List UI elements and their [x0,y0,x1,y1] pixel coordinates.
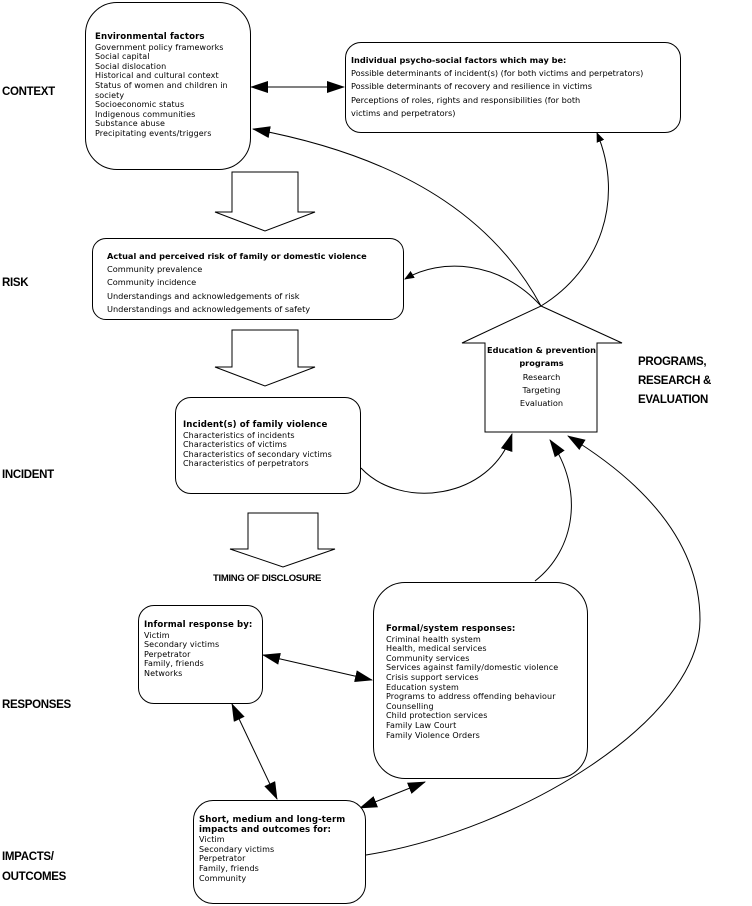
list-item: Education system [386,682,459,692]
box-title: Education & prevention programs [486,345,597,369]
stage-label-risk: RISK [2,277,29,289]
list-item: Understandings and acknowledgements of r… [107,290,300,301]
list-item: Community [199,873,247,883]
list-item: Community incidence [107,277,197,288]
list-item: Perpetrator [199,854,246,864]
list-item: Perceptions of roles, rights and respons… [351,94,581,105]
education-programs-content: Education & prevention programs Research… [486,344,597,410]
list-item: Criminal health system [386,634,481,644]
list-item: Family Violence Orders [386,730,480,740]
stage-label-incident: INCIDENT [2,469,54,481]
list-item: Research [522,371,561,382]
list-item: Precipitating events/triggers [95,128,212,138]
list-item: Social capital [95,52,150,62]
programs-label-line: EVALUATION [638,394,709,406]
list-item: Family Law Court [386,720,457,730]
stage-label-outcomes: OUTCOMES [2,871,67,883]
list-item: Social dislocation [95,61,167,71]
programs-to-risk-arrow [404,265,542,307]
list-item: Socioeconomic status [95,100,185,110]
list-item: Community services [386,653,470,663]
timing-of-disclosure-label: TIMING OF DISCLOSURE [213,573,322,584]
list-item: Characteristics of secondary victims [183,449,332,459]
list-item: Characteristics of perpetrators [183,459,309,469]
psychosocial-factors-box: Individual psycho-social factors which m… [345,42,681,133]
list-item: Health, medical services [386,644,487,654]
list-item: Targeting [522,384,561,395]
box-title: Short, medium and long-term impacts and … [199,815,346,835]
list-item: Counselling [386,701,434,711]
list-item: Possible determinants of incident(s) (fo… [351,68,644,79]
list-item: Indigenous communities [95,109,196,119]
box-title: Environmental factors [95,32,205,42]
list-item: Programs to address offending behaviour [386,692,556,702]
block-arrow-incident-to-responses [229,512,336,568]
formal-responses-box: Formal/system responses: Criminal health… [373,582,588,779]
list-item: Family, friends [199,863,259,873]
box-title: Individual psycho-social factors which m… [351,55,567,65]
programs-house-shape [461,305,623,433]
list-item: Services against family/domestic violenc… [386,663,559,673]
list-item: Substance abuse [95,119,166,129]
list-item: Community prevalence [107,264,203,275]
list-item: Victim [199,835,225,845]
programs-label-line: RESEARCH & [638,375,712,387]
stage-label-responses: RESPONSES [2,699,71,711]
list-item: Networks [144,668,183,678]
impacts-formal-double-arrow [359,781,426,809]
impacts-outcomes-box: Short, medium and long-term impacts and … [193,800,366,904]
list-item: Characteristics of incidents [183,430,295,440]
list-item: Family, friends [144,659,204,669]
list-item: Perpetrator [144,649,191,659]
list-item: victims and perpetrators) [351,107,456,118]
informal-response-box: Informal response by: Victim Secondary v… [138,605,263,704]
list-item: Historical and cultural context [95,71,219,81]
list-item: Crisis support services [386,672,479,682]
incident-to-programs-arrow [360,433,513,494]
environmental-factors-box: Environmental factors Government policy … [85,2,251,170]
programs-to-environment-arrow [252,126,542,307]
list-item: Understandings and acknowledgements of s… [107,303,311,314]
box-title: Incident(s) of family violence [183,420,328,430]
list-item: Government policy frameworks [95,42,224,52]
list-item: Secondary victims [199,844,275,854]
stage-label-context: CONTEXT [2,86,55,98]
programs-label-line: PROGRAMS, [638,356,707,368]
incident-box: Incident(s) of family violence Character… [175,397,361,494]
informal-formal-double-arrow [262,652,373,683]
impacts-to-programs-arrow [365,435,701,856]
formal-to-programs-arrow [534,439,572,582]
block-arrow-risk-to-incident [214,329,316,387]
stage-label-impacts: IMPACTS/ [2,851,54,863]
list-item: Secondary victims [144,640,220,650]
informal-impacts-double-arrow [231,703,278,800]
programs-to-psychosocial-arrow [540,132,609,307]
list-item: Child protection services [386,711,488,721]
stage-label-programs: PROGRAMS, RESEARCH & EVALUATION [638,353,711,410]
list-item: Possible determinants of recovery and re… [351,81,593,92]
risk-box: Actual and perceived risk of family or d… [92,238,404,320]
box-title: Informal response by: [144,620,253,630]
box-title: Formal/system responses: [386,624,516,634]
box-title: Actual and perceived risk of family or d… [107,251,367,261]
block-arrow-context-to-risk [214,171,316,232]
list-item: Characteristics of victims [183,440,287,450]
list-item: Victim [144,630,170,640]
list-item: Evaluation [519,398,564,409]
list-item: Status of women and children in society [95,80,228,100]
